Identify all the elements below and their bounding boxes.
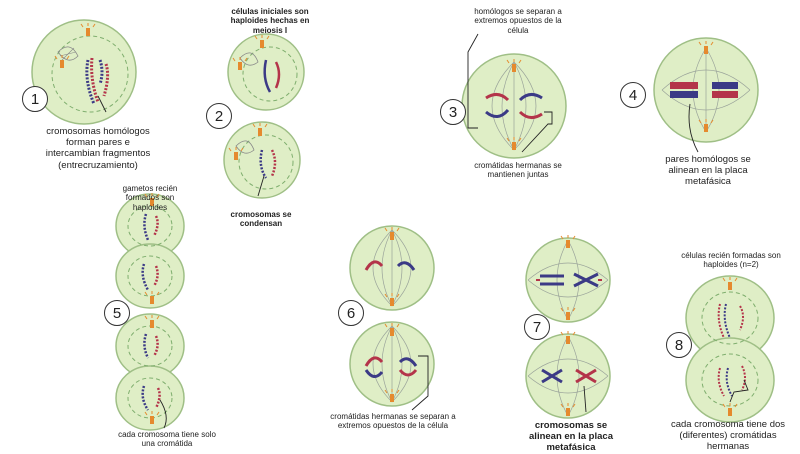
- cell-1: [31, 19, 137, 125]
- step-8-label: cada cromosoma tiene dos (diferentes) cr…: [670, 419, 786, 453]
- cell-6: [349, 225, 435, 411]
- step-6-label: cromátidas hermanas se separan a extremo…: [330, 412, 456, 431]
- cell-3: [461, 33, 567, 159]
- step-7-label: cromosomas se alinean en la placa metafá…: [529, 420, 613, 454]
- step-number-3: 3: [440, 99, 466, 125]
- step-3-top-label: homólogos se separan a extremos opuestos…: [474, 7, 562, 35]
- step-number-8: 8: [666, 332, 692, 358]
- step-number-4: 4: [620, 82, 646, 108]
- step-number-5: 5: [104, 300, 130, 326]
- step-number-1: 1: [22, 86, 48, 112]
- cell-4: [653, 37, 759, 153]
- step-5-top-label: gametos recién formados son haploides: [122, 184, 178, 212]
- step-4-label: pares homólogos se alinean en la placa m…: [665, 154, 751, 188]
- step-number-6: 6: [338, 300, 364, 326]
- step-5-label: cada cromosoma tiene solo una cromátida: [118, 430, 216, 449]
- step-2-top-label: células iniciales son haploides hechas e…: [230, 7, 310, 35]
- cell-5: [115, 192, 185, 431]
- step-8-top-label: células recién formadas son haploides (n…: [681, 251, 781, 270]
- step-number-7: 7: [524, 314, 550, 340]
- cell-2: [223, 33, 305, 199]
- step-3-label: cromátidas hermanas se mantienen juntas: [474, 161, 562, 180]
- step-number-2: 2: [206, 103, 232, 129]
- step-2-label: cromosomas se condensan: [230, 210, 292, 229]
- cell-7: [525, 234, 611, 419]
- step-1-label: cromosomas homólogos forman pares e inte…: [45, 126, 151, 171]
- cell-8: [685, 275, 775, 423]
